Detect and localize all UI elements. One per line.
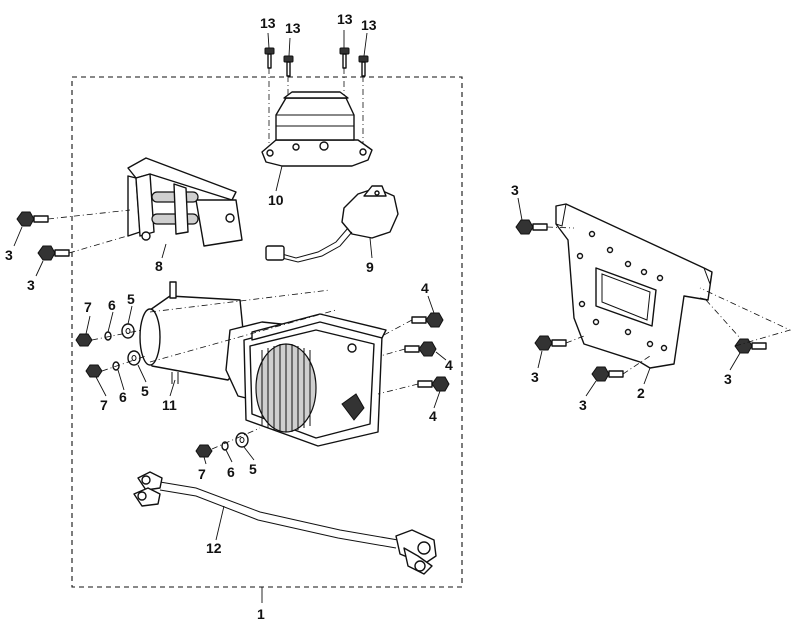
callout-6-a: 6 <box>108 297 116 313</box>
bolt-3-e <box>591 366 624 382</box>
roller-fairlead-8 <box>127 157 243 247</box>
callout-3-c: 3 <box>511 182 519 198</box>
leader-3-left <box>13 226 44 277</box>
leader-hardware-lower <box>203 446 255 465</box>
winch-11 <box>139 281 387 447</box>
dash-4 <box>377 319 419 395</box>
bolt-4-a <box>411 312 444 328</box>
callout-3-a: 3 <box>5 247 13 263</box>
bolt-13-c <box>339 47 350 69</box>
bolt-13-d <box>358 55 369 77</box>
bolt-13-b <box>283 55 294 77</box>
callout-3-d: 3 <box>531 369 539 385</box>
leader-9 <box>369 237 373 259</box>
callout-8: 8 <box>155 258 163 274</box>
control-switch-9 <box>265 185 399 263</box>
callout-7-a: 7 <box>84 299 92 315</box>
leader-4 <box>427 295 447 409</box>
bolt-3-a <box>16 211 49 227</box>
callout-3-e: 3 <box>579 397 587 413</box>
callout-12: 12 <box>206 540 222 556</box>
callout-1: 1 <box>257 606 265 622</box>
leader-12 <box>215 505 225 541</box>
leader-3-right <box>517 197 741 397</box>
dash-3-left <box>47 209 135 254</box>
leader-13 <box>267 30 368 57</box>
callout-13-d: 13 <box>361 17 377 33</box>
callout-5-c: 5 <box>249 461 257 477</box>
callout-labels: 13 13 13 13 10 8 9 3 3 3 3 3 3 4 4 4 7 6… <box>5 11 732 622</box>
callout-3-f: 3 <box>724 371 732 387</box>
mounting-plate-2 <box>555 203 713 369</box>
callout-6-b: 6 <box>119 389 127 405</box>
callout-7-b: 7 <box>100 397 108 413</box>
dash-hardware-lower <box>211 427 261 450</box>
callout-11: 11 <box>162 397 177 413</box>
callout-3-b: 3 <box>27 277 35 293</box>
leader-hardware-left <box>85 305 147 397</box>
leader-10 <box>275 165 283 192</box>
callout-13-b: 13 <box>285 20 301 36</box>
bolt-4-c <box>417 376 450 392</box>
callout-5-a: 5 <box>127 291 135 307</box>
leader-11 <box>169 379 176 397</box>
callout-4-c: 4 <box>429 408 437 424</box>
bolt-13-a <box>264 47 275 69</box>
bolt-3-c <box>515 219 548 235</box>
callout-7-c: 7 <box>198 466 206 482</box>
callout-6-c: 6 <box>227 464 235 480</box>
washer-5-c <box>235 432 249 448</box>
dash-3-right <box>546 226 792 375</box>
callout-4-b: 4 <box>445 357 453 373</box>
washer-5-a <box>121 323 135 339</box>
callout-13-a: 13 <box>260 15 276 31</box>
leader-2 <box>643 367 651 385</box>
washer-5-b <box>127 350 141 366</box>
battery-cable-12 <box>133 471 437 575</box>
contactor-box-10 <box>261 91 373 167</box>
bolt-3-b <box>37 245 70 261</box>
dash-13 <box>268 68 364 145</box>
nut-7-a <box>75 333 93 347</box>
lockwasher-6-c <box>221 441 229 451</box>
leader-8 <box>161 243 167 259</box>
callout-9: 9 <box>366 259 374 275</box>
callout-13-c: 13 <box>337 11 353 27</box>
nut-7-c <box>195 444 213 458</box>
callout-5-b: 5 <box>141 383 149 399</box>
callout-4-a: 4 <box>421 280 429 296</box>
nut-7-b <box>85 364 103 378</box>
bolt-3-d <box>534 335 567 351</box>
callout-10: 10 <box>268 192 284 208</box>
bolt-4-b <box>404 341 437 357</box>
callout-2: 2 <box>637 385 645 401</box>
